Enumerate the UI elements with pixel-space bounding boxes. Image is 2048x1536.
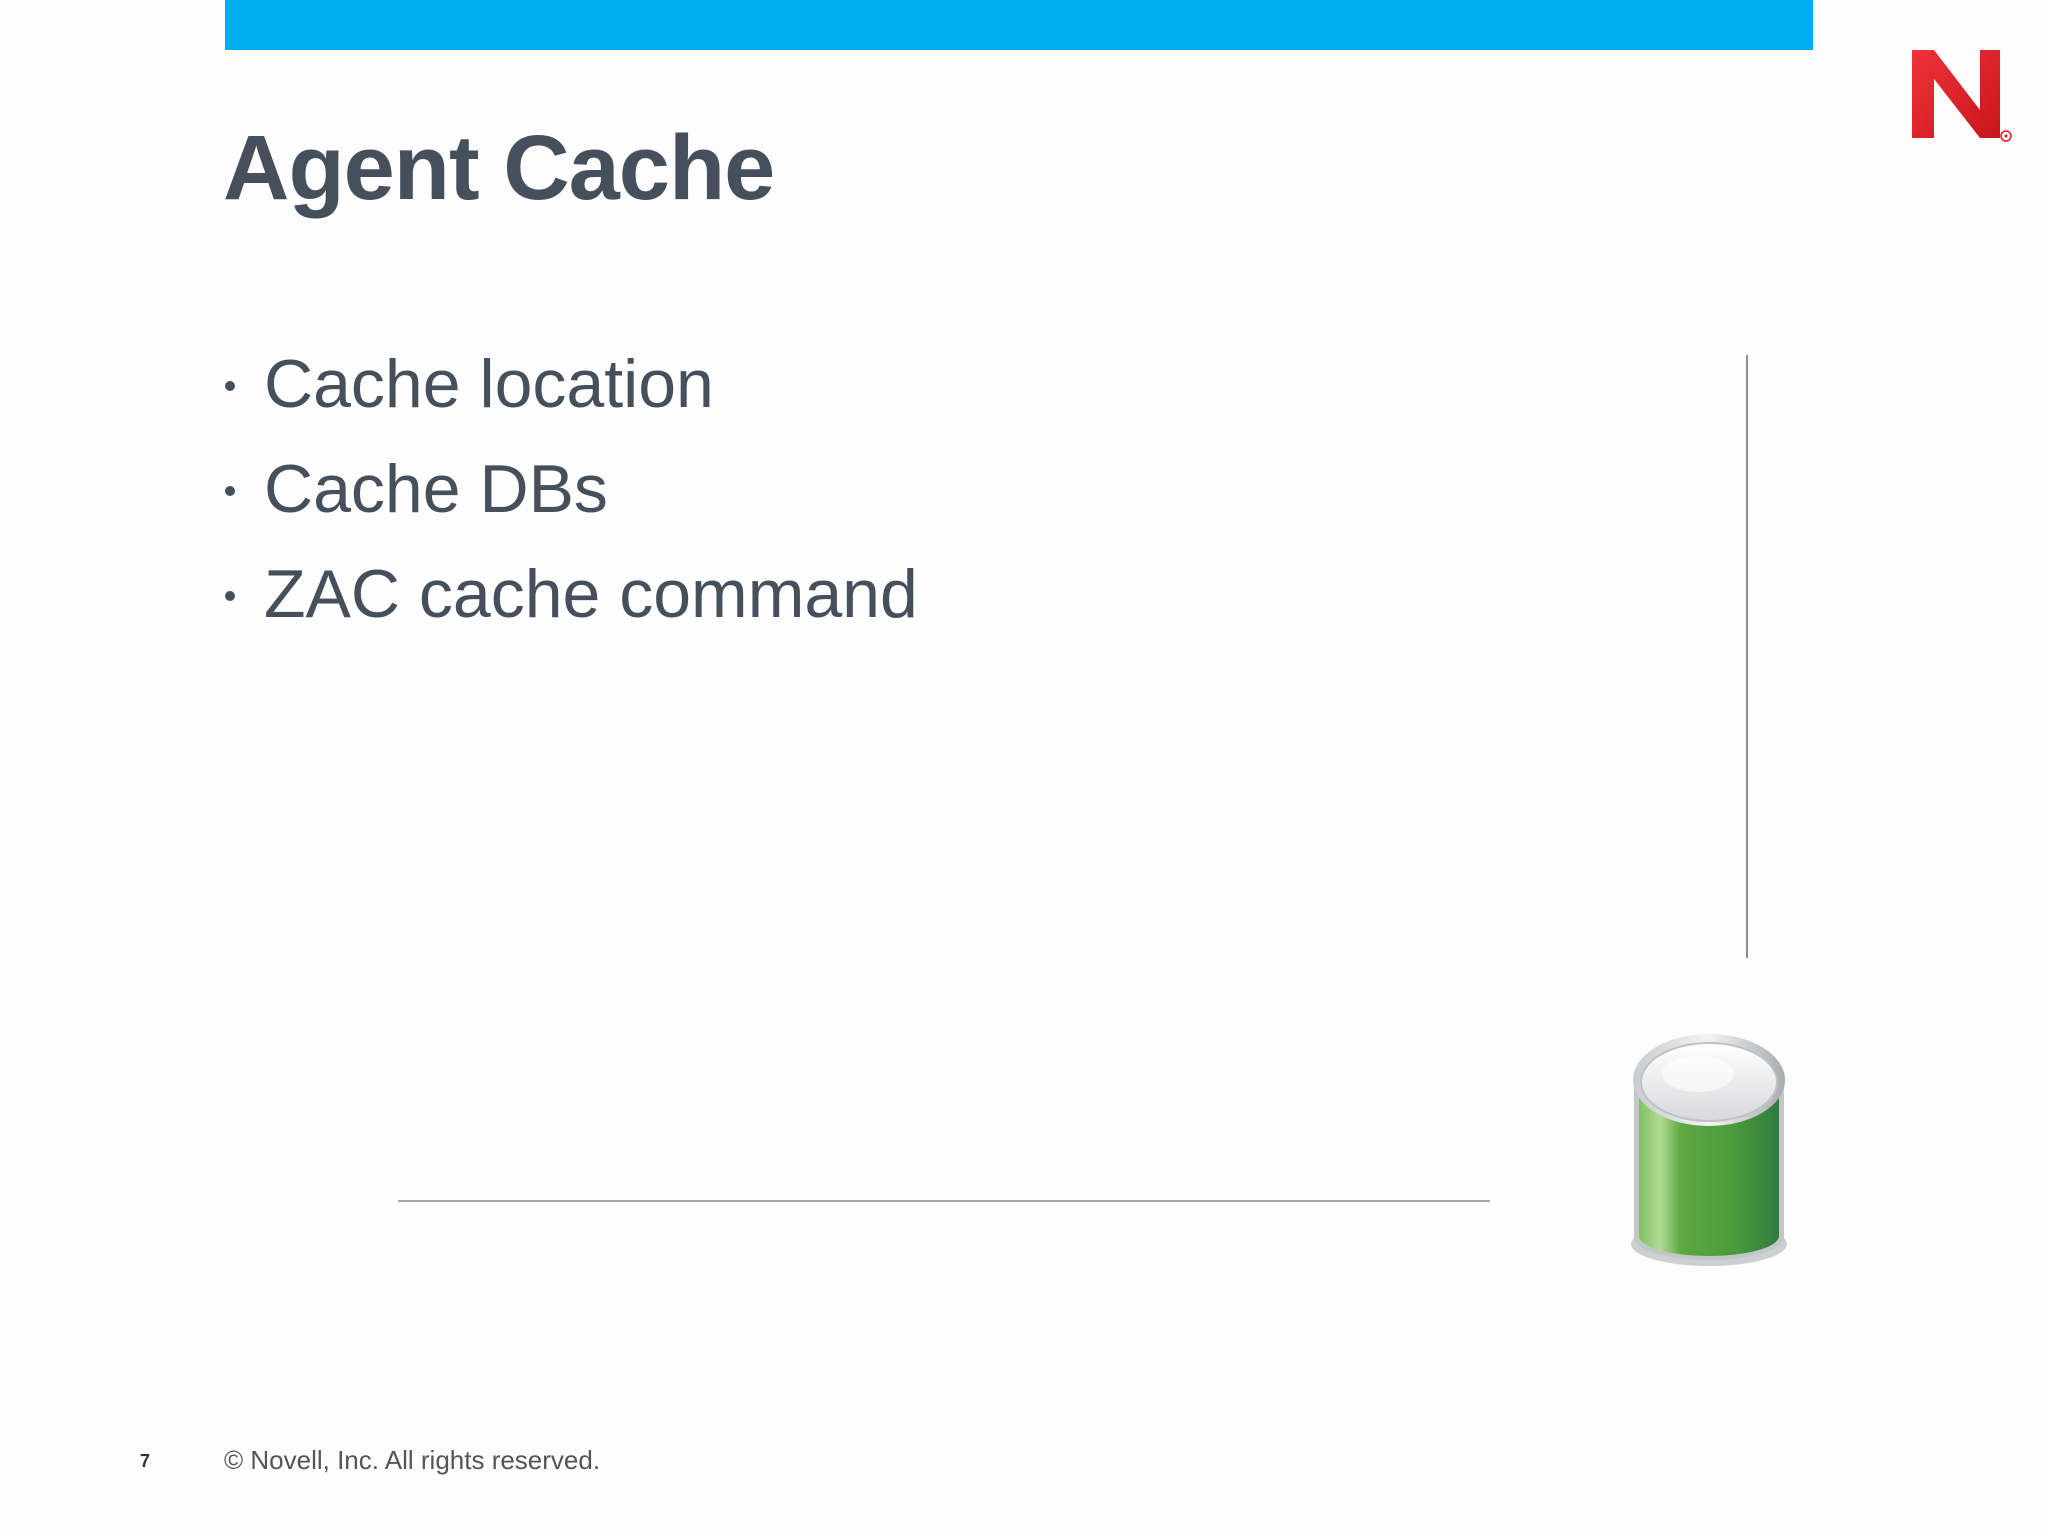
copyright-notice: © Novell, Inc. All rights reserved. bbox=[224, 1445, 601, 1475]
bullet-item: Cache location bbox=[225, 345, 918, 450]
bullet-dot bbox=[225, 591, 235, 601]
page-number: 7 bbox=[140, 1451, 151, 1471]
bullet-text: Cache DBs bbox=[264, 451, 608, 527]
bullet-dot bbox=[225, 381, 235, 391]
bullet-text: Cache location bbox=[264, 346, 714, 422]
novell-logo bbox=[1912, 50, 2012, 142]
bullet-list: Cache location Cache DBs ZAC cache comma… bbox=[225, 345, 918, 660]
bullet-dot bbox=[225, 486, 235, 496]
slide-title: Agent Cache bbox=[223, 117, 775, 219]
bullet-item: ZAC cache command bbox=[225, 555, 918, 660]
bullet-item: Cache DBs bbox=[225, 450, 918, 555]
top-accent-band bbox=[225, 0, 1813, 50]
bullet-text: ZAC cache command bbox=[264, 556, 918, 632]
vertical-divider bbox=[1746, 355, 1748, 958]
database-cylinder-icon bbox=[1631, 1034, 1787, 1266]
horizontal-divider bbox=[398, 1200, 1490, 1202]
